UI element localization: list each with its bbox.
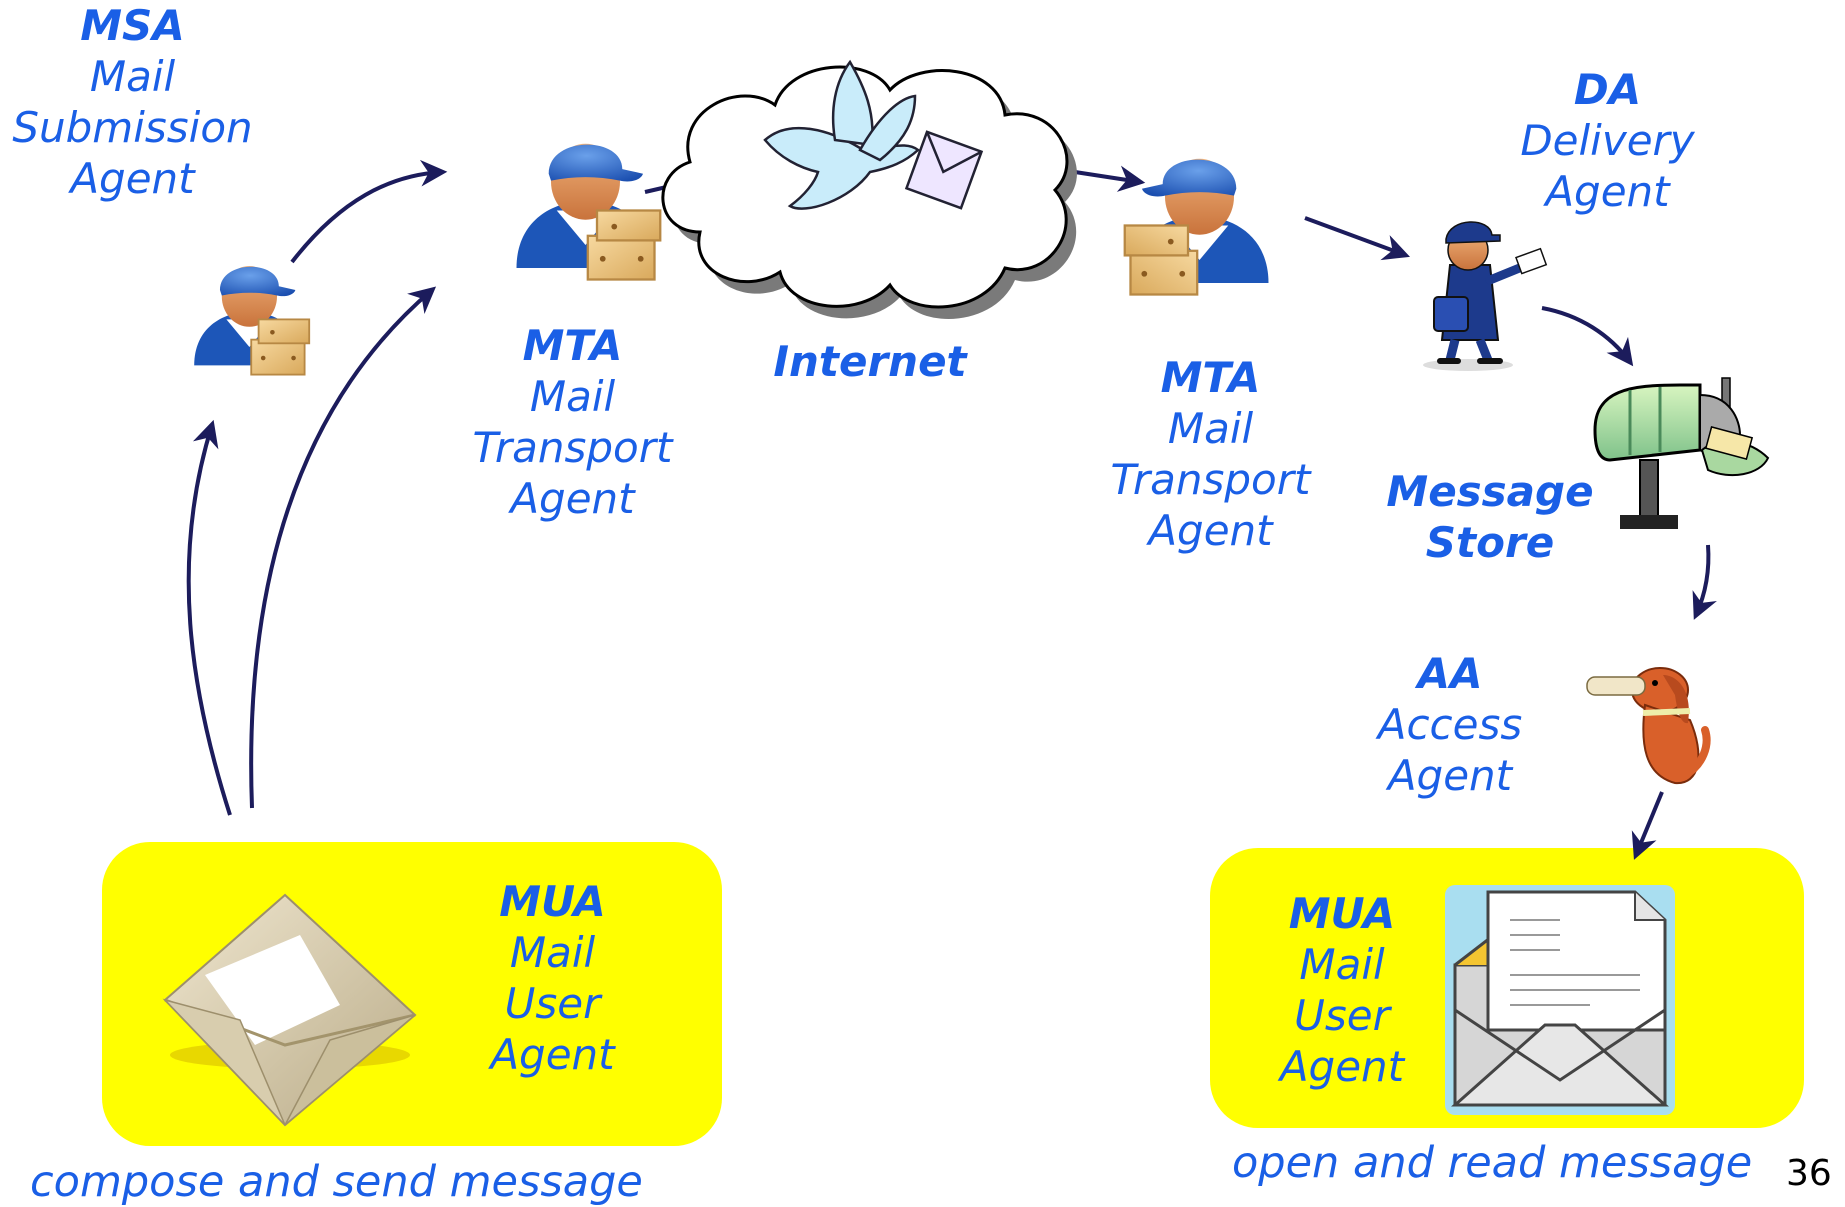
dog-icon <box>1586 667 1711 785</box>
msa-title: MSA <box>80 1 185 50</box>
mua-left-label: MUA Mail User Agent <box>440 876 665 1080</box>
mua-right-title: MUA <box>1288 889 1396 938</box>
arrow-mua-to-mta <box>249 286 437 809</box>
mta-right-label: MTA Mail Transport Agent <box>1098 352 1323 556</box>
mta-left-line-3: Agent <box>510 474 635 523</box>
mua-left-line-3: Agent <box>490 1030 615 1079</box>
compose-envelope-icon <box>162 893 417 1127</box>
message-store-label: Message Store <box>1375 466 1605 568</box>
mta-right-line-3: Agent <box>1148 506 1273 555</box>
aa-line-2: Agent <box>1387 751 1513 800</box>
arrow-store-to-aa <box>1692 544 1717 620</box>
internet-title: Internet <box>773 337 967 386</box>
read-envelope-icon <box>1445 885 1675 1115</box>
da-title: DA <box>1573 65 1642 114</box>
dove-icon <box>763 59 920 210</box>
da-label: DA Delivery Agent <box>1500 64 1715 217</box>
mta-left-line-1: Mail <box>529 372 616 421</box>
arrow-mta-to-da <box>1304 216 1411 261</box>
arrow-msa-to-mta <box>290 159 448 264</box>
mta-right-title: MTA <box>1160 353 1261 402</box>
message-store-line-1: Message <box>1386 467 1594 516</box>
da-line-2: Agent <box>1545 167 1670 216</box>
aa-label: AA Access Agent <box>1340 648 1560 801</box>
compose-caption: compose and send message <box>30 1157 643 1207</box>
mta-right-worker-icon <box>1123 157 1270 296</box>
msa-line-1: Mail <box>89 52 176 101</box>
mta-left-title: MTA <box>522 321 623 370</box>
envelope-icon <box>904 130 984 210</box>
msa-line-2: Submission <box>12 103 253 152</box>
msa-worker-icon <box>193 265 311 376</box>
internet-label: Internet <box>760 336 980 387</box>
mta-right-line-2: Transport <box>1110 455 1311 504</box>
da-line-1: Delivery <box>1520 116 1695 165</box>
read-caption: open and read message <box>1232 1138 1753 1188</box>
mua-right-line-3: Agent <box>1279 1042 1405 1091</box>
mta-left-line-2: Transport <box>472 423 673 472</box>
mua-left-line-1: Mail <box>509 928 596 977</box>
aa-title: AA <box>1417 649 1483 698</box>
mailbox-icon <box>1593 377 1770 529</box>
mua-right-line-1: Mail <box>1299 940 1385 989</box>
arrow-aa-to-mua <box>1631 791 1664 860</box>
arrow-mua-to-msa <box>186 419 232 816</box>
internet-cloud-icon <box>661 59 1077 319</box>
aa-line-1: Access <box>1377 700 1523 749</box>
msa-label: MSA Mail Submission Agent <box>0 0 265 204</box>
message-store-line-2: Store <box>1425 518 1555 567</box>
page-number: 36 <box>1786 1153 1832 1194</box>
msa-line-3: Agent <box>70 154 195 203</box>
mua-right-line-2: User <box>1294 991 1390 1040</box>
mua-left-line-2: User <box>504 979 601 1028</box>
mta-left-label: MTA Mail Transport Agent <box>460 320 685 524</box>
mua-right-label: MUA Mail User Agent <box>1232 888 1452 1092</box>
arrow-da-to-store <box>1541 306 1634 367</box>
mua-left-title: MUA <box>499 877 606 926</box>
mta-right-line-1: Mail <box>1167 404 1254 453</box>
postman-icon <box>1423 221 1548 371</box>
mta-left-worker-icon <box>515 142 662 281</box>
